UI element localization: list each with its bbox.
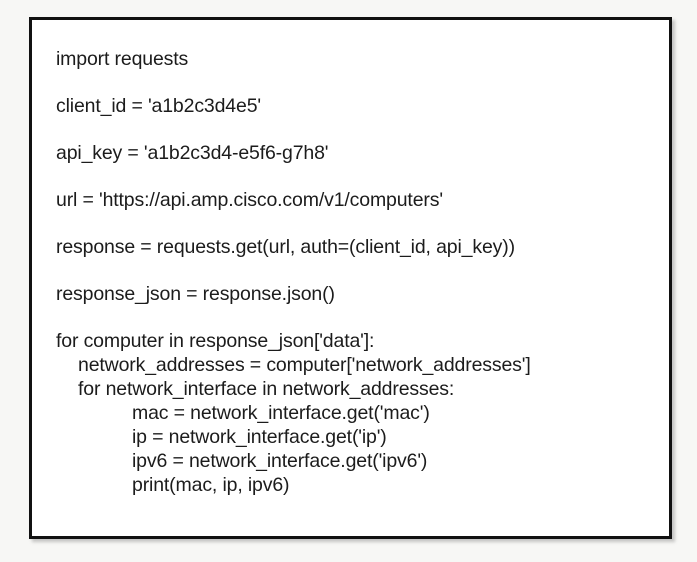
line-for-interface: for network_interface in network_address… [78, 378, 455, 400]
line-network-addresses: network_addresses = computer['network_ad… [78, 354, 531, 376]
line-api-key: api_key = 'a1b2c3d4-e5f6-g7h8' [56, 142, 329, 164]
line-ip: ip = network_interface.get('ip') [132, 426, 387, 448]
line-for-computer: for computer in response_json['data']: [56, 330, 375, 352]
line-ipv6: ipv6 = network_interface.get('ipv6') [132, 450, 428, 472]
line-url: url = 'https://api.amp.cisco.com/v1/comp… [56, 189, 443, 211]
line-mac: mac = network_interface.get('mac') [132, 402, 430, 424]
line-print: print(mac, ip, ipv6) [132, 474, 290, 496]
line-response: response = requests.get(url, auth=(clien… [56, 236, 515, 258]
code-snippet-box: import requests client_id = 'a1b2c3d4e5' a… [29, 17, 672, 539]
line-response-json: response_json = response.json() [56, 283, 335, 305]
line-client-id: client_id = 'a1b2c3d4e5' [56, 95, 261, 117]
line-import: import requests [56, 48, 189, 70]
code-block: import requests client_id = 'a1b2c3d4e5' a… [56, 47, 663, 497]
